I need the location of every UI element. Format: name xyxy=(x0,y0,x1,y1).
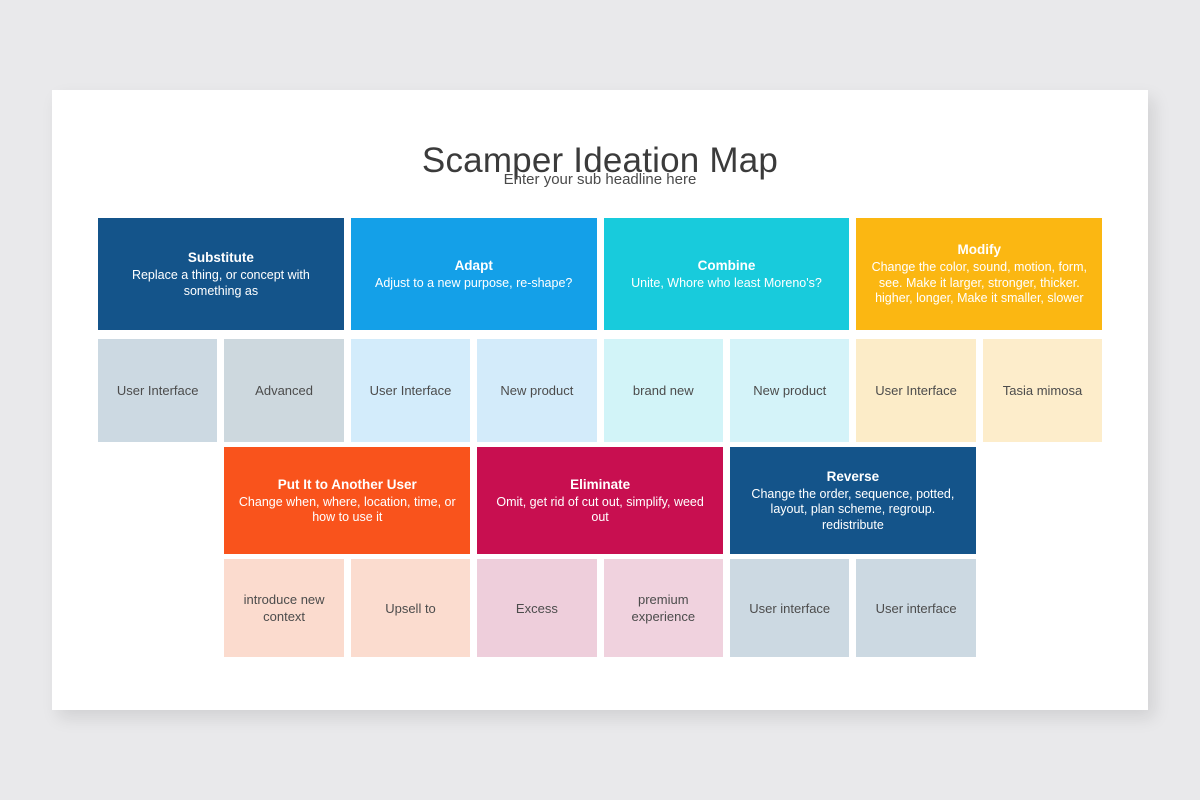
scamper-block-description: Replace a thing, or concept with somethi… xyxy=(131,268,310,298)
idea-tile-label: premium experience xyxy=(631,592,696,624)
idea-tile-label: User Interface xyxy=(369,383,452,398)
scamper-block-title: Adapt xyxy=(454,257,493,273)
idea-tile[interactable]: New product xyxy=(477,339,597,442)
slide-card: Scamper Ideation Map Enter your sub head… xyxy=(52,90,1148,710)
scamper-block-description: Adjust to a new purpose, re-shape? xyxy=(375,275,573,290)
idea-tile-label: User Interface xyxy=(875,383,957,398)
idea-tile[interactable]: User Interface xyxy=(856,339,976,442)
page-subtitle: Enter your sub headline here xyxy=(503,171,697,188)
idea-tile-label: brand new xyxy=(632,383,694,398)
idea-tile-label: introduce new context xyxy=(243,592,325,624)
idea-tile[interactable]: User interface xyxy=(730,559,850,657)
idea-tile-label: Upsell to xyxy=(385,600,436,616)
idea-tile[interactable]: brand new xyxy=(603,339,723,442)
idea-tile[interactable]: Upsell to xyxy=(350,559,471,657)
idea-tile[interactable]: User Interface xyxy=(350,339,471,442)
idea-tile-label: Tasia mimosa xyxy=(1002,383,1083,398)
idea-tile[interactable]: User interface xyxy=(856,559,976,657)
idea-tile-label: New product xyxy=(500,383,574,398)
idea-tile-label: User interface xyxy=(875,600,957,616)
idea-tile-label: New product xyxy=(753,383,827,398)
scamper-block-title: Put It to Another User xyxy=(277,476,417,492)
idea-tile-label: User Interface xyxy=(116,383,199,398)
idea-tile-label: Advanced xyxy=(255,383,313,398)
idea-tile[interactable]: New product xyxy=(730,339,850,442)
scamper-block-title: Modify xyxy=(957,242,1002,258)
scamper-block-description: Change when, where, location, time, or h… xyxy=(238,494,456,525)
scamper-block-description: Change the order, sequence, potted, layo… xyxy=(751,486,955,532)
scamper-block-title: Reverse xyxy=(826,468,880,484)
scamper-block-description: Change the color, sound, motion, form, s… xyxy=(871,260,1087,306)
scamper-block-title: Eliminate xyxy=(570,476,631,492)
page-title: Scamper Ideation Map xyxy=(421,141,779,181)
idea-tile[interactable]: User Interface xyxy=(98,339,218,442)
idea-tile[interactable]: introduce new context xyxy=(224,559,344,657)
idea-tile-label: Excess xyxy=(515,600,558,616)
idea-tile[interactable]: Advanced xyxy=(224,339,344,442)
idea-tile-label: User interface xyxy=(749,600,831,616)
scamper-block-description: Unite, Whore who least Moreno's? xyxy=(631,275,822,290)
idea-tile[interactable]: Tasia mimosa xyxy=(982,339,1103,442)
scamper-block-title: Substitute xyxy=(187,250,254,265)
idea-tile[interactable]: Excess xyxy=(477,559,597,657)
scamper-block-description: Omit, get rid of cut out, simplify, weed… xyxy=(496,494,704,525)
scamper-block-title: Combine xyxy=(697,257,756,273)
idea-tile[interactable]: premium experience xyxy=(603,559,723,657)
